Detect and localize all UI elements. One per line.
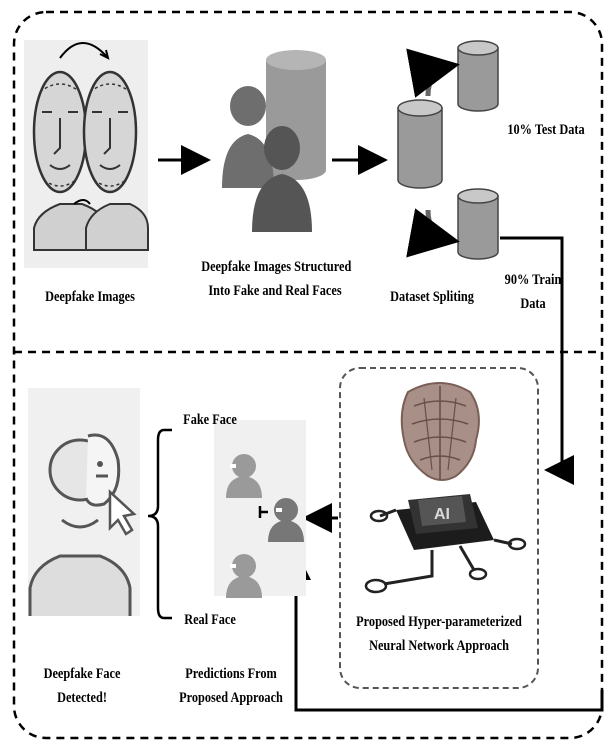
neural-network-brain-icon — [402, 383, 479, 480]
proposed-line1: Proposed Hyper-parameterized — [350, 610, 529, 634]
predictions-line2: Proposed Approach — [174, 686, 287, 710]
prediction-bracket — [148, 430, 172, 618]
deepfake-images-label: Deepfake Images — [33, 285, 148, 309]
split-arrow-down — [428, 210, 450, 240]
train-data-label-line1: 90% Train — [504, 268, 561, 292]
split-arrow-up — [428, 66, 450, 96]
structured-label: Deepfake Images Structured Into Fake and… — [201, 255, 349, 303]
proposed-approach-label: Proposed Hyper-parameterized Neural Netw… — [350, 610, 529, 658]
fake-face-label: Fake Face — [177, 408, 243, 432]
train-data-label: 90% Train Data — [504, 268, 561, 316]
dataset-splitting-label: Dataset Spliting — [383, 285, 481, 309]
structured-label-line1: Deepfake Images Structured — [201, 255, 349, 279]
deepfake-detected-label: Deepfake Face Detected! — [31, 662, 133, 710]
dataset-splitting-icon — [398, 41, 498, 259]
deepfake-detected-line1: Deepfake Face — [31, 662, 133, 686]
real-face-label: Real Face — [177, 608, 243, 632]
prediction-persons-icon — [214, 420, 306, 598]
proposed-line2: Neural Network Approach — [350, 634, 529, 658]
predictions-label: Predictions From Proposed Approach — [174, 662, 287, 710]
fake-real-persons-icon — [222, 50, 326, 232]
deepfake-detected-line2: Detected! — [31, 686, 133, 710]
deepfake-faces-icon — [24, 40, 148, 268]
ai-chip-text: AI — [434, 506, 450, 523]
deepfake-detected-person-icon — [28, 388, 140, 616]
test-data-label: 10% Test Data — [503, 118, 588, 142]
train-data-label-line2: Data — [504, 292, 561, 316]
predictions-line1: Predictions From — [174, 662, 287, 686]
ai-chip-icon: AI — [366, 494, 525, 592]
structured-label-line2: Into Fake and Real Faces — [201, 279, 349, 303]
